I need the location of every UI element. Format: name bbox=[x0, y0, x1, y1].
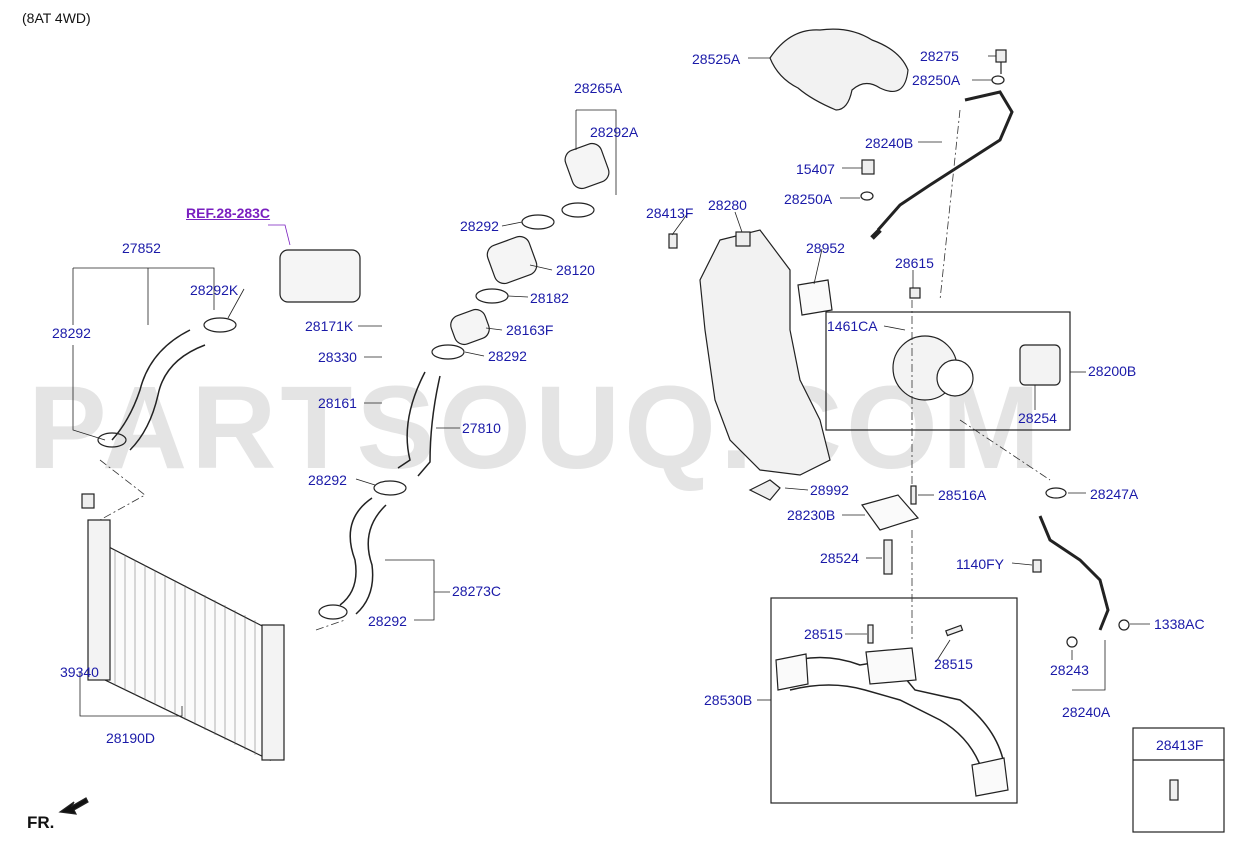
pipe-27810 bbox=[397, 371, 441, 477]
clamp-28292K bbox=[203, 317, 237, 333]
legend-box bbox=[1132, 727, 1225, 833]
label-28952[interactable]: 28952 bbox=[806, 240, 845, 256]
legend-label-28413F[interactable]: 28413F bbox=[1156, 737, 1204, 753]
bolt-1140FY bbox=[1032, 559, 1042, 573]
clamp-28292-d bbox=[373, 480, 407, 496]
front-direction-label: FR. bbox=[27, 813, 55, 832]
label-27852[interactable]: 27852 bbox=[122, 240, 161, 256]
label-28515-b[interactable]: 28515 bbox=[934, 656, 973, 672]
hose-28120 bbox=[486, 235, 538, 285]
clamp-28292-a bbox=[521, 214, 555, 230]
throttle-body bbox=[279, 249, 361, 303]
label-28515-a[interactable]: 28515 bbox=[804, 626, 843, 642]
label-28171K[interactable]: 28171K bbox=[305, 318, 354, 334]
actuator-28254 bbox=[1019, 344, 1061, 386]
egr-box-28530B bbox=[770, 597, 1018, 804]
label-28243[interactable]: 28243 bbox=[1050, 662, 1089, 678]
label-28247A[interactable]: 28247A bbox=[1090, 486, 1139, 502]
label-28240A[interactable]: 28240A bbox=[1062, 704, 1111, 720]
label-28240B[interactable]: 28240B bbox=[865, 135, 914, 151]
oring-28243 bbox=[1066, 636, 1078, 648]
label-28292A[interactable]: 28292A bbox=[590, 124, 639, 140]
label-28280[interactable]: 28280 bbox=[708, 197, 747, 213]
label-28292-d[interactable]: 28292 bbox=[308, 472, 347, 488]
nut-1338AC bbox=[1118, 619, 1130, 631]
label-28525A[interactable]: 28525A bbox=[692, 51, 741, 67]
oil-pipe-28240B bbox=[876, 90, 1014, 231]
variant-note: (8AT 4WD) bbox=[22, 10, 91, 26]
bolt-28275 bbox=[995, 49, 1007, 63]
washer-28250A bbox=[991, 75, 1005, 85]
label-1461CA[interactable]: 1461CA bbox=[827, 318, 878, 334]
label-28273C[interactable]: 28273C bbox=[452, 583, 502, 599]
front-arrow-icon bbox=[58, 797, 89, 815]
nut-28615 bbox=[909, 287, 921, 299]
gasket-28247A bbox=[1045, 487, 1067, 499]
label-28413F[interactable]: 28413F bbox=[646, 205, 694, 221]
label-27810[interactable]: 27810 bbox=[462, 420, 501, 436]
label-28292-a[interactable]: 28292 bbox=[460, 218, 499, 234]
label-28530B[interactable]: 28530B bbox=[704, 692, 753, 708]
gasket-28230B bbox=[861, 494, 920, 531]
label-15407[interactable]: 15407 bbox=[796, 161, 835, 177]
hose-28273C bbox=[339, 497, 387, 615]
intercooler-tank-left bbox=[87, 519, 111, 681]
label-28190D[interactable]: 28190D bbox=[106, 730, 156, 746]
stud-28515-a bbox=[867, 624, 874, 644]
clamp-28292-c bbox=[431, 344, 465, 360]
label-39340[interactable]: 39340 bbox=[60, 664, 99, 680]
label-28120[interactable]: 28120 bbox=[556, 262, 595, 278]
label-28230B[interactable]: 28230B bbox=[787, 507, 836, 523]
clamp-28182 bbox=[475, 288, 509, 304]
catalytic-converter-28280 bbox=[699, 229, 831, 476]
legend-bolt-icon bbox=[1169, 779, 1179, 801]
bracket-28992 bbox=[748, 479, 781, 501]
label-28292-e[interactable]: 28292 bbox=[368, 613, 407, 629]
label-1140FY[interactable]: 1140FY bbox=[956, 556, 1004, 572]
clamp-28292-e bbox=[318, 604, 348, 620]
bolt-15407 bbox=[861, 159, 875, 175]
turbo-box-28200B bbox=[825, 311, 1071, 431]
label-28161[interactable]: 28161 bbox=[318, 395, 357, 411]
label-1338AC[interactable]: 1338AC bbox=[1154, 616, 1205, 632]
gasket-28952 bbox=[797, 279, 833, 316]
label-28275[interactable]: 28275 bbox=[920, 48, 959, 64]
label-28615[interactable]: 28615 bbox=[895, 255, 934, 271]
label-28524[interactable]: 28524 bbox=[820, 550, 859, 566]
label-28250A-mid[interactable]: 28250A bbox=[784, 191, 833, 207]
label-28254[interactable]: 28254 bbox=[1018, 410, 1057, 426]
label-28265A[interactable]: 28265A bbox=[574, 80, 623, 96]
label-28182[interactable]: 28182 bbox=[530, 290, 569, 306]
hose-28265A bbox=[564, 142, 610, 190]
label-28516A[interactable]: 28516A bbox=[938, 487, 987, 503]
label-28330[interactable]: 28330 bbox=[318, 349, 357, 365]
oil-pipe-28240A bbox=[1038, 515, 1110, 631]
hose-27852 bbox=[111, 329, 206, 451]
label-28250A-top[interactable]: 28250A bbox=[912, 72, 961, 88]
label-28200B[interactable]: 28200B bbox=[1088, 363, 1137, 379]
bolt-28413F bbox=[668, 233, 678, 249]
stud-28516A bbox=[910, 485, 917, 505]
label-28163F[interactable]: 28163F bbox=[506, 322, 554, 338]
label-28292-b[interactable]: 28292 bbox=[52, 325, 91, 341]
ref-link[interactable]: REF.28-283C bbox=[186, 205, 271, 221]
stud-28515-b bbox=[945, 624, 964, 637]
sensor-39340 bbox=[81, 493, 95, 509]
hose-28163F bbox=[450, 308, 490, 346]
watermark: PARTSOUQ.COM bbox=[28, 362, 1045, 494]
intercooler-tank-right bbox=[261, 624, 285, 761]
label-28292K[interactable]: 28292K bbox=[190, 282, 239, 298]
clamp-28292-b bbox=[97, 432, 127, 448]
bolt-28524 bbox=[883, 539, 893, 575]
label-28292-c[interactable]: 28292 bbox=[488, 348, 527, 364]
label-28992[interactable]: 28992 bbox=[810, 482, 849, 498]
heat-shield-28525A bbox=[769, 28, 909, 111]
